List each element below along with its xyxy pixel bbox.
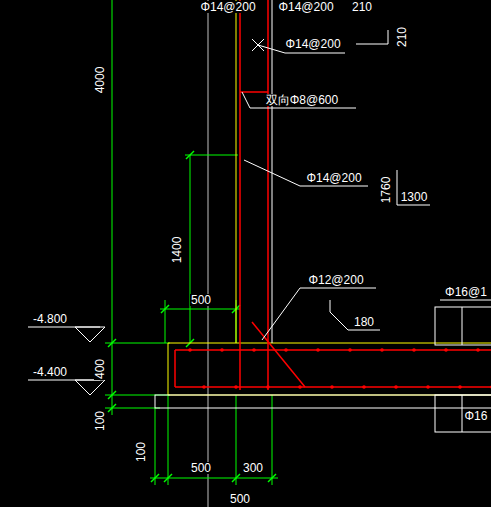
dimension-label: 210 — [351, 1, 373, 13]
leader-line — [242, 92, 356, 108]
dimension-bracket — [397, 170, 430, 205]
dimension-label: 500 — [229, 493, 251, 505]
dimension-label: 双向Φ8@600 — [265, 94, 339, 106]
dimension-label: Φ16@1 — [444, 286, 488, 298]
bar-hook — [174, 350, 176, 387]
leader-line — [244, 160, 368, 186]
rebar-dot — [298, 385, 302, 389]
dimension-label: 500 — [190, 294, 212, 306]
dimension-line — [112, 0, 113, 415]
dimension-label: 500 — [190, 462, 212, 474]
tick — [108, 404, 116, 412]
blinding-layer — [155, 395, 491, 408]
level-symbol — [75, 327, 105, 342]
rebar-dot — [444, 348, 448, 352]
concrete-outline — [168, 0, 491, 395]
dimension-label: 180 — [353, 316, 375, 328]
axis-line — [208, 0, 209, 507]
rebar-dot — [188, 348, 192, 352]
slab-edge — [168, 343, 169, 395]
tick — [108, 391, 116, 399]
dimension-label: 1400 — [171, 236, 183, 265]
rebar-dot — [476, 348, 480, 352]
dimension-label: 400 — [94, 358, 106, 380]
rebar-dot — [330, 385, 334, 389]
dimension-bracket — [356, 30, 388, 44]
dimension-label: 4000 — [94, 66, 106, 95]
dimension-ticks — [108, 151, 276, 482]
tie-bar — [240, 91, 268, 93]
rebar-dot — [394, 385, 398, 389]
dimension-label: Φ14@200 — [199, 1, 256, 13]
rebar-dot — [220, 348, 224, 352]
dimension-line — [160, 309, 240, 310]
extension-line — [185, 155, 238, 156]
leader-lines — [28, 30, 491, 432]
haunch-bar — [252, 322, 305, 387]
dimension-label: 1300 — [400, 191, 429, 203]
level-symbol — [75, 380, 105, 395]
rebar-dot — [412, 348, 416, 352]
dimension-label: Φ14@200 — [277, 1, 334, 13]
rebar-dot — [284, 348, 288, 352]
dimension-label: -4.800 — [32, 313, 68, 325]
rebar-dot — [458, 385, 462, 389]
rebar-dot — [316, 348, 320, 352]
rebar-dot — [362, 385, 366, 389]
box-divider — [462, 307, 463, 345]
box-divider — [462, 395, 463, 432]
dimension-label: 100 — [94, 410, 106, 432]
dimension-label: -4.400 — [32, 366, 68, 378]
dimension-bracket — [330, 300, 380, 330]
extension-line — [165, 300, 166, 343]
wall-face — [236, 0, 237, 343]
rebar-dot — [234, 385, 238, 389]
tick — [268, 474, 276, 482]
leader-line — [440, 300, 491, 301]
rebar — [175, 0, 491, 390]
rebar-dot — [490, 385, 491, 389]
rebar-dot — [202, 385, 206, 389]
tick — [151, 474, 159, 482]
rebar-dots — [188, 348, 491, 389]
section-box — [435, 307, 491, 345]
dimension-label: 1760 — [380, 176, 392, 205]
extension-line — [155, 408, 156, 485]
dimension-label: 210 — [396, 26, 408, 48]
rebar-dot — [348, 348, 352, 352]
leader-line — [262, 288, 376, 340]
rebar-dot — [266, 385, 270, 389]
section-box — [435, 395, 491, 432]
tick — [164, 474, 172, 482]
dimension-label: Φ14@200 — [305, 172, 362, 184]
dimension-label: Φ16 — [464, 410, 489, 422]
tick — [186, 151, 194, 159]
dimension-lines — [105, 0, 278, 485]
rebar-dot — [426, 385, 430, 389]
wall-face — [272, 0, 273, 343]
rebar-dot — [380, 348, 384, 352]
dimension-label: Φ12@200 — [307, 274, 364, 286]
dimension-label: 100 — [135, 441, 147, 463]
dimension-label: Φ14@200 — [284, 38, 341, 50]
dimension-line — [190, 155, 191, 343]
tick — [232, 474, 240, 482]
rebar-dot — [252, 348, 256, 352]
tick — [161, 305, 169, 313]
tick — [108, 339, 116, 347]
dimension-label: 300 — [242, 462, 264, 474]
wall-bar — [239, 0, 241, 390]
extension-line — [105, 343, 170, 344]
slab-top — [168, 343, 491, 344]
